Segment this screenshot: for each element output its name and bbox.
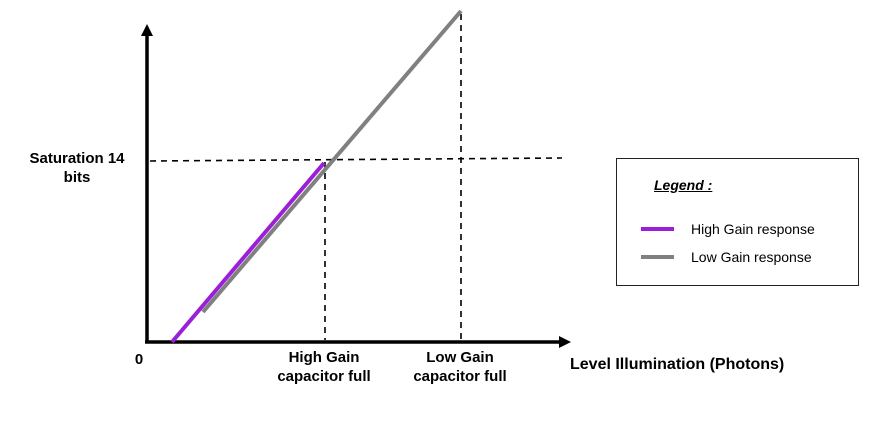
high-gain-response-line xyxy=(170,161,326,344)
saturation-dashed-line xyxy=(149,157,563,162)
origin-label: 0 xyxy=(134,351,144,368)
high-gain-capacitor-full-label: High Gain capacitor full xyxy=(277,349,371,385)
low-gain-response-line xyxy=(201,9,463,314)
legend-label-high-gain: High Gain response xyxy=(691,221,815,237)
x-axis-label: Level Illumination (Photons) xyxy=(570,356,785,373)
legend-title: Legend : xyxy=(654,177,713,193)
legend-label-low-gain: Low Gain response xyxy=(691,249,812,265)
saturation-label: Saturation 14 bits xyxy=(29,150,125,186)
legend-swatch-high-gain xyxy=(641,227,674,231)
low-gain-capacitor-full-label: Low Gain capacitor full xyxy=(413,349,507,385)
legend-box: Legend : High Gain response Low Gain res… xyxy=(616,158,859,286)
legend-swatch-low-gain xyxy=(641,255,674,259)
